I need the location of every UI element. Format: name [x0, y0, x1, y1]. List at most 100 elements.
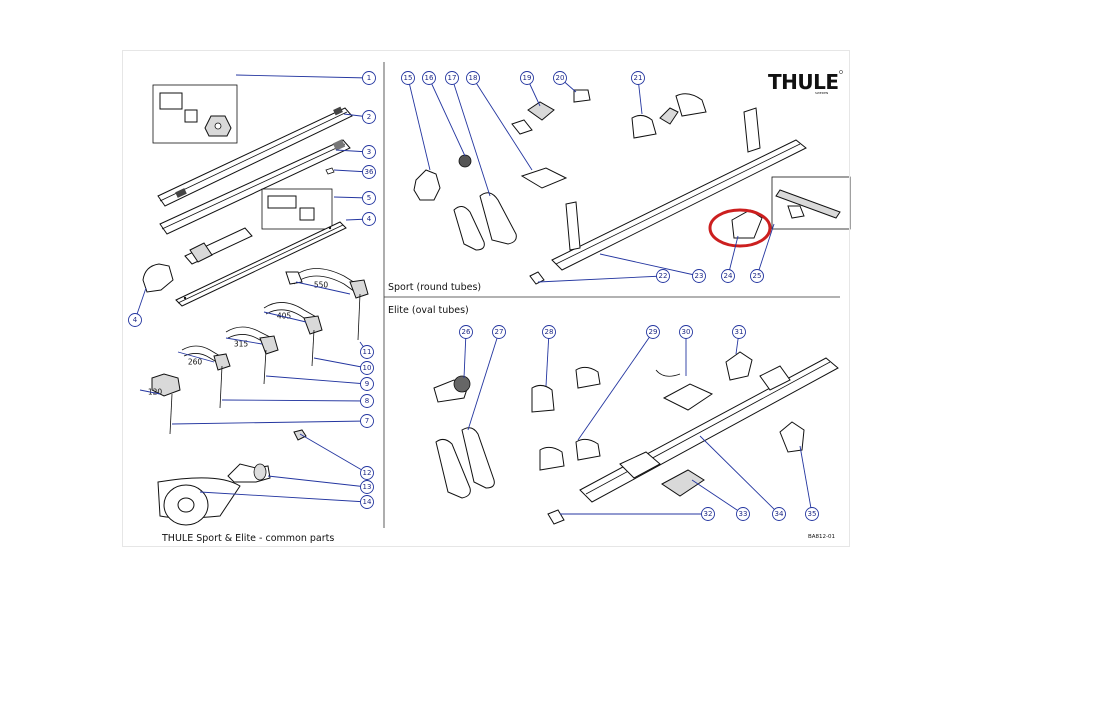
part-main-rail-sport [551, 107, 807, 271]
callout-bubble [701, 507, 715, 521]
callout-bubble [631, 71, 645, 85]
callout-bubble [362, 145, 376, 159]
part-clip [293, 429, 307, 441]
part-arm-17 [453, 192, 517, 251]
part-angle-profile [175, 221, 347, 307]
callout-number: 32 [704, 510, 713, 518]
callout-number: 35 [808, 510, 817, 518]
section-label-elite: Elite (oval tubes) [388, 305, 469, 316]
leader-line [472, 77, 533, 171]
footer-caption: THULE Sport & Elite - common parts [161, 533, 334, 544]
callout-bubble [805, 507, 819, 521]
part-arm-27 [435, 427, 495, 499]
callout-number: 3 [367, 148, 371, 156]
callout-bubble [466, 71, 480, 85]
callout-bubble [360, 480, 374, 494]
dimension-120: 120 [148, 388, 163, 397]
leader-line [265, 375, 368, 385]
callout-bubble [553, 71, 567, 85]
leader-line [463, 331, 467, 379]
part-pad-kit [261, 188, 333, 230]
leader-line [428, 77, 466, 157]
callout-bubble [362, 165, 376, 179]
callout-number: 19 [523, 74, 532, 82]
callout-bubble [362, 191, 376, 205]
part-wheel-holder-120 [151, 373, 181, 435]
thule-logo: THULE SWEDEN [768, 70, 843, 95]
callout-bubble [459, 325, 473, 339]
callout-number: 14 [363, 498, 372, 506]
part-strap-buckle [227, 463, 271, 483]
callout-number: 26 [462, 328, 471, 336]
dimension-405: 405 [277, 312, 292, 321]
callout-bubble [732, 325, 746, 339]
leader-line [221, 399, 368, 402]
part-wheel-holder-315 [225, 326, 279, 385]
callout-number: 20 [556, 74, 565, 82]
callout-number: 7 [365, 417, 369, 425]
callout-number: 23 [695, 272, 704, 280]
leader-line [756, 223, 775, 277]
part-knob-16 [458, 154, 472, 168]
part-clamp-35 [779, 421, 805, 453]
part-bracket-18 [520, 167, 568, 189]
part-carrier-bar [157, 106, 353, 207]
callout-bubble [492, 325, 506, 339]
callout-number: 25 [753, 272, 762, 280]
leader-line [171, 420, 368, 425]
callout-number: 12 [363, 469, 372, 477]
callout-bubble [772, 507, 786, 521]
callout-bubble [360, 361, 374, 375]
callout-bubble [445, 71, 459, 85]
part-tube-clip-20 [573, 89, 591, 103]
part-end-clip-32 [547, 509, 565, 525]
callout-bubble [679, 325, 693, 339]
callout-number: 15 [404, 74, 413, 82]
leader-line [299, 433, 368, 474]
callout-bubble [362, 110, 376, 124]
callout-number: 2 [367, 113, 371, 121]
part-carrier-bar-lower [159, 139, 351, 235]
part-strap-kit-25 [771, 176, 851, 230]
callout-bubble [128, 313, 142, 327]
svg-text:SWEDEN: SWEDEN [815, 91, 828, 95]
callout-number: 9 [365, 380, 369, 388]
part-main-rail-elite [579, 357, 839, 503]
callout-number: 16 [425, 74, 434, 82]
part-end-clip-22 [529, 271, 545, 285]
callout-number: 8 [365, 397, 369, 405]
callout-bubble [362, 212, 376, 226]
callout-number: 36 [365, 168, 374, 176]
callout-number: 4 [133, 316, 138, 324]
leader-line [577, 331, 654, 441]
leader-line [699, 435, 780, 515]
callout-number: 34 [775, 510, 784, 518]
callout-number: 13 [363, 483, 372, 491]
part-tube-clamp-21 [631, 93, 707, 139]
leader-line [599, 253, 700, 277]
callout-bubble [520, 71, 534, 85]
callout-bubble [360, 377, 374, 391]
callout-bubble [721, 269, 735, 283]
callout-bubble [542, 325, 556, 339]
callout-bubble [360, 414, 374, 428]
dimension-550: 550 [314, 281, 329, 290]
callout-number: 22 [659, 272, 668, 280]
callout-number: 28 [545, 328, 554, 336]
callout-number: 24 [724, 272, 733, 280]
part-tube-clamp-28 [531, 384, 555, 413]
callout-bubble [362, 71, 376, 85]
leader-line [799, 445, 813, 515]
part-wheel-clamp-15 [413, 169, 441, 201]
callout-bubble [656, 269, 670, 283]
callout-bubble [360, 394, 374, 408]
callout-bubble [360, 466, 374, 480]
part-base-33 [661, 469, 705, 497]
callout-bubble [750, 269, 764, 283]
callout-number: 18 [469, 74, 478, 82]
callout-number: 1 [367, 74, 371, 82]
callout-number: 10 [363, 364, 372, 372]
part-end-cap-knob [142, 227, 253, 293]
